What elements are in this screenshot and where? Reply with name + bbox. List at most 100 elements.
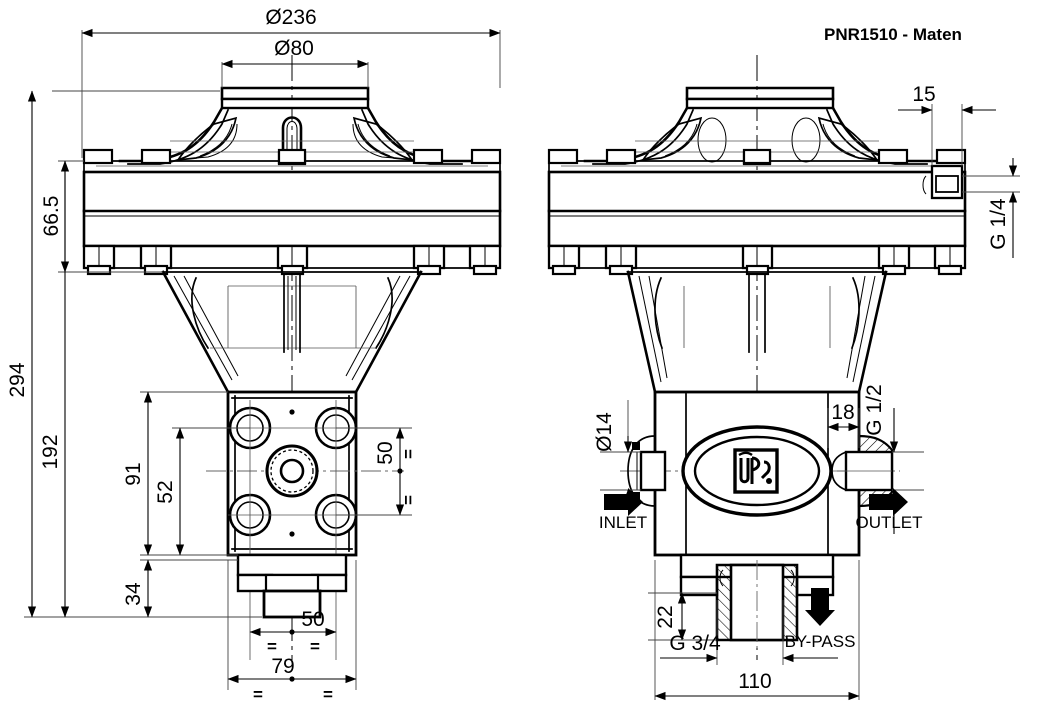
upper-flange [82, 148, 502, 248]
dim-text-22: 22 [654, 605, 677, 628]
bolt-shank-3 [280, 264, 305, 276]
flange-band-side [547, 170, 967, 248]
dome-collar-side [685, 97, 835, 110]
dim-body-top-height: 192 [39, 161, 70, 618]
bonnet-dome-assembly-side [583, 86, 937, 166]
dim-text-79: 79 [271, 655, 294, 678]
cone-edge-left [161, 270, 230, 394]
bolt-head-top-5-side [935, 148, 967, 165]
cone-inner-left-b [183, 275, 239, 377]
dim-stem-height: 34 [122, 559, 262, 618]
dim-gauge-thread: G 1/4 [962, 158, 1020, 258]
bypass-lug-left [679, 575, 719, 597]
dim-text-g34: G 3/4 [669, 632, 721, 655]
cone-inner-left-b-side [648, 275, 668, 379]
bolt-shank-3-side [745, 264, 770, 276]
upper-flange-bolt-heads [82, 148, 502, 165]
gauge-port-boss [922, 164, 964, 200]
dim-block-height: 91 [122, 391, 238, 556]
bolt-shank-5 [472, 264, 498, 276]
locator-dot-bottom [289, 531, 295, 537]
dim-inlet-bore: Ø14 [593, 400, 641, 506]
rib-right-edge [352, 123, 395, 159]
symmetry-mark-79-left: = [253, 685, 263, 704]
bypass-label: BY-PASS [785, 632, 856, 651]
symmetry-mark-h50-right: = [310, 637, 320, 656]
bypass-boss [679, 553, 835, 648]
dim-text-665: 66.5 [40, 196, 63, 237]
outlet-arrow-icon [869, 488, 908, 516]
cone-transition-side [626, 270, 888, 394]
cone-inner-left-a-side [638, 275, 662, 383]
rib-left-inner-side [664, 123, 698, 157]
cone-gusset-left-side [654, 276, 664, 350]
outlet-flow-marker: OUTLET [855, 488, 923, 532]
rib-left-edge [195, 123, 238, 159]
bolt-shank-4 [416, 264, 442, 276]
dim-text-236: Ø236 [265, 6, 316, 29]
lifting-boss-inner [286, 121, 298, 163]
dim-text-g12: G 1/2 [863, 384, 886, 435]
dim-text-294: 294 [6, 362, 29, 397]
gauge-boss-bore [935, 175, 959, 193]
drawing-title: PNR1510 - Maten [824, 25, 962, 44]
dim-outlet-thread: G 1/2 [863, 384, 924, 534]
bolt-shank-5-side [937, 264, 963, 276]
cone-inner-right-a [351, 275, 411, 381]
dim-79-midpoint [289, 676, 295, 682]
inlet-bore [639, 450, 667, 492]
cone-gusset-left [191, 276, 210, 350]
dim-text-15: 15 [912, 83, 935, 106]
stem-plug [262, 589, 322, 619]
symmetry-mark-v50-lower: = [399, 495, 418, 505]
flange-band [82, 170, 502, 248]
cone-inner-right-b [345, 275, 401, 377]
dim-text-h50: 50 [301, 608, 324, 631]
gauge-boss-round [922, 175, 927, 195]
dim-text-192: 192 [39, 434, 62, 469]
dim-text-110: 110 [738, 670, 771, 693]
locator-dot-top [289, 409, 295, 415]
dim-body-width: 110 [654, 560, 860, 701]
bypass-arrow-icon [805, 588, 835, 626]
manufacturer-badge [681, 425, 833, 517]
dim-outlet-flat: 18 [827, 401, 860, 448]
bottom-stem [236, 553, 348, 619]
bolt-head-top-2 [140, 148, 172, 165]
bypass-chamfer-left [719, 569, 724, 587]
inlet-arrow-icon [604, 488, 643, 516]
dim-text-80: Ø80 [274, 37, 314, 60]
dim-v50-midpoint [397, 468, 403, 474]
cone-edge-right [354, 270, 423, 394]
cone-gusset-right-side [850, 276, 860, 350]
bolt-head-top-3-side [742, 148, 772, 165]
dim-bypass-thread: G 3/4 [660, 600, 838, 665]
dim-block-width: 79 = = [227, 560, 357, 704]
bolt-shank-1-side [551, 264, 577, 276]
cone-gusset-right [374, 276, 393, 350]
outlet-label: OUTLET [855, 513, 922, 532]
right-view-dimensions: 15 G 1/4 Ø14 18 [593, 83, 1020, 701]
central-port [265, 444, 319, 498]
symmetry-mark-h50-left: = [267, 637, 277, 656]
dim-text-34: 34 [122, 582, 145, 606]
bolt-shank-2-side [608, 264, 634, 276]
dome-collar [220, 97, 370, 110]
symmetry-mark-79-right: = [323, 685, 333, 704]
rib-left-outer-side [641, 116, 703, 162]
inlet-label: INLET [599, 513, 647, 532]
dim-dome-diameter: Ø80 [221, 37, 369, 88]
center-stem [283, 273, 301, 353]
dim-port-pitch-vertical: 50 = = [336, 427, 418, 516]
bolt-head-top-4 [412, 148, 444, 165]
bolt-shank-2 [143, 264, 169, 276]
bolt-head-top-1 [82, 148, 114, 165]
outlet-boss [831, 434, 894, 508]
stem-collar [236, 553, 348, 577]
cone-inner-left-a [173, 275, 233, 381]
cone-inner-right-b-side [846, 275, 866, 379]
cone-edge-left-side [626, 270, 657, 394]
bolt-head-top-2-side [605, 148, 637, 165]
